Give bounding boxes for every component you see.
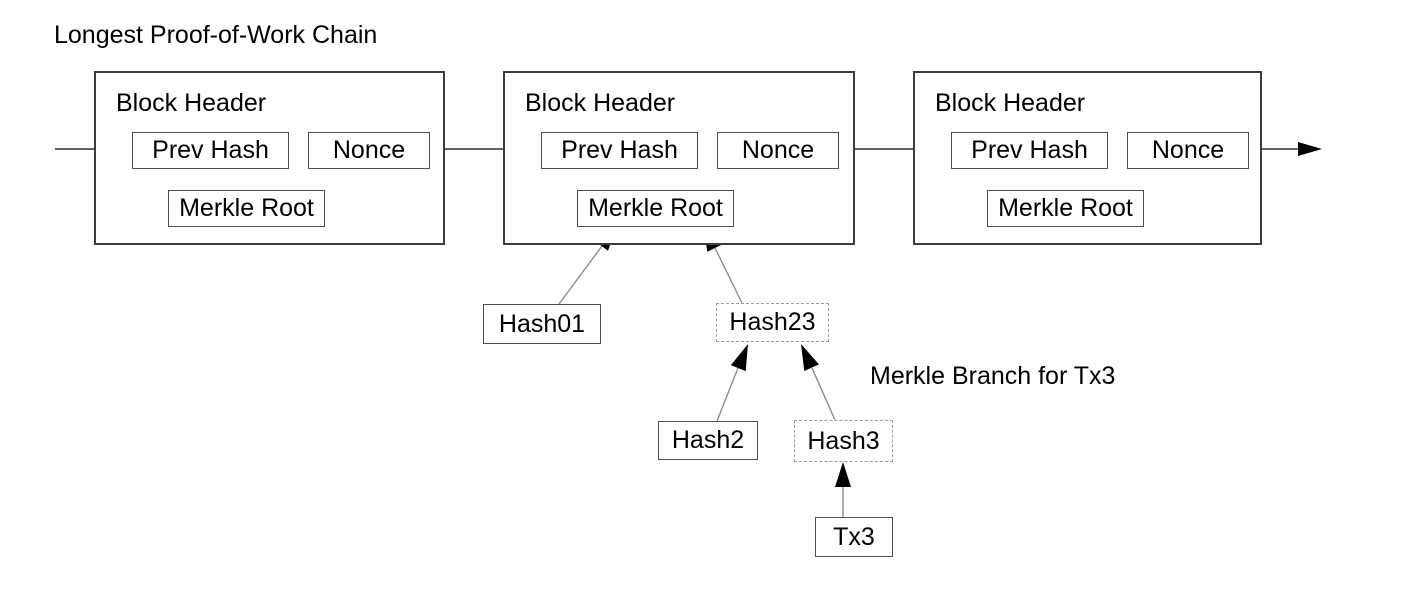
hash3-to-hash23-head-icon bbox=[801, 344, 819, 371]
hash23-box: Hash23 bbox=[716, 303, 829, 342]
block-1-prev-hash-box: Prev Hash bbox=[132, 132, 289, 169]
chain-arrow-out-head-icon bbox=[1298, 142, 1322, 156]
hash01-to-merkleroot-line bbox=[558, 245, 603, 305]
hash3-box: Hash3 bbox=[794, 420, 893, 462]
tx3-box: Tx3 bbox=[815, 517, 893, 557]
block-3-prev-hash-box: Prev Hash bbox=[951, 132, 1108, 169]
block-2-prev-hash-box: Prev Hash bbox=[541, 132, 698, 169]
hash01-box: Hash01 bbox=[483, 304, 601, 344]
block-3-merkle-root-box: Merkle Root bbox=[987, 190, 1144, 227]
block-1-nonce-box: Nonce bbox=[308, 132, 430, 169]
block-3: Block Header Prev Hash Nonce Merkle Root bbox=[913, 71, 1262, 245]
block-2-header-label: Block Header bbox=[525, 89, 676, 117]
block-1: Block Header Prev Hash Nonce Merkle Root bbox=[94, 71, 445, 245]
block-1-merkle-root-box: Merkle Root bbox=[168, 190, 325, 227]
block-2-nonce-box: Nonce bbox=[717, 132, 839, 169]
tx3-to-hash3-head-icon bbox=[835, 462, 851, 487]
hash3-to-hash23-line bbox=[811, 367, 836, 421]
block-2-merkle-root-box: Merkle Root bbox=[577, 190, 734, 227]
merkle-branch-label: Merkle Branch for Tx3 bbox=[870, 362, 1116, 390]
block-3-header-label: Block Header bbox=[935, 89, 1086, 117]
block-2: Block Header Prev Hash Nonce Merkle Root bbox=[503, 71, 855, 245]
hash2-box: Hash2 bbox=[658, 421, 758, 460]
hash2-to-hash23-head-icon bbox=[730, 344, 748, 372]
hash2-to-hash23-line bbox=[716, 367, 739, 422]
block-3-nonce-box: Nonce bbox=[1127, 132, 1249, 169]
diagram-title: Longest Proof-of-Work Chain bbox=[54, 21, 378, 49]
block-1-header-label: Block Header bbox=[116, 89, 267, 117]
hash23-to-merkleroot-line bbox=[714, 247, 743, 304]
